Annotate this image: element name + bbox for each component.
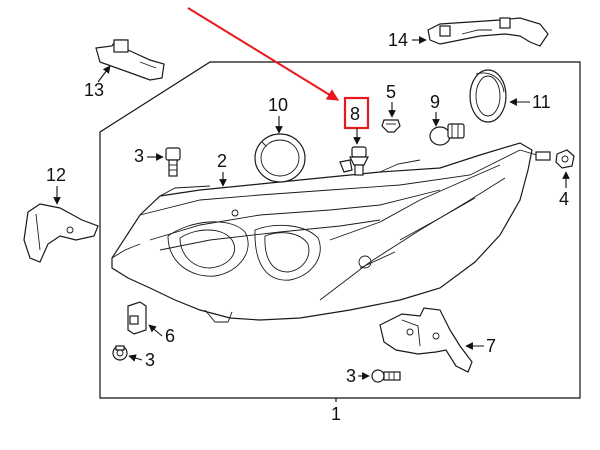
callout-10: 10 <box>268 95 288 115</box>
callout-9: 9 <box>430 92 440 112</box>
bracket-part-12 <box>23 203 99 263</box>
headlamp-assembly <box>111 142 551 323</box>
screw-part-3-upper <box>165 147 181 177</box>
callout-4: 4 <box>559 189 569 209</box>
bracket-part-14 <box>427 17 549 47</box>
screw-part-3-bottom <box>371 369 401 383</box>
dust-cap-part-11 <box>469 69 507 123</box>
callout-13: 13 <box>84 80 104 100</box>
callout-3-bottom: 3 <box>346 366 356 386</box>
callout-2: 2 <box>217 151 227 171</box>
bracket-part-7 <box>379 307 473 373</box>
leader-13 <box>97 65 111 83</box>
highlight-arrow <box>187 7 340 101</box>
callout-8: 8 <box>350 104 360 124</box>
gasket-ring-part-10 <box>254 133 306 183</box>
callout-3-lower: 3 <box>145 350 155 370</box>
grommet-part-4 <box>555 149 575 169</box>
assembly-frame <box>99 61 581 399</box>
callout-14: 14 <box>388 30 408 50</box>
screw-part-3-lower <box>112 345 128 361</box>
callout-12: 12 <box>46 165 66 185</box>
callout-1: 1 <box>331 404 341 424</box>
callout-5: 5 <box>386 82 396 102</box>
leader-3-lower <box>128 354 143 362</box>
callout-3-upper: 3 <box>134 146 144 166</box>
clip-part-5 <box>381 119 401 133</box>
callout-7: 7 <box>486 336 496 356</box>
bulb-part-9 <box>429 123 465 146</box>
callout-11: 11 <box>532 92 551 112</box>
callout-6: 6 <box>165 326 175 346</box>
bracket-part-13 <box>95 39 165 81</box>
leader-6 <box>148 324 163 337</box>
block-part-6 <box>127 301 147 335</box>
bulb-part-8 <box>339 146 369 176</box>
